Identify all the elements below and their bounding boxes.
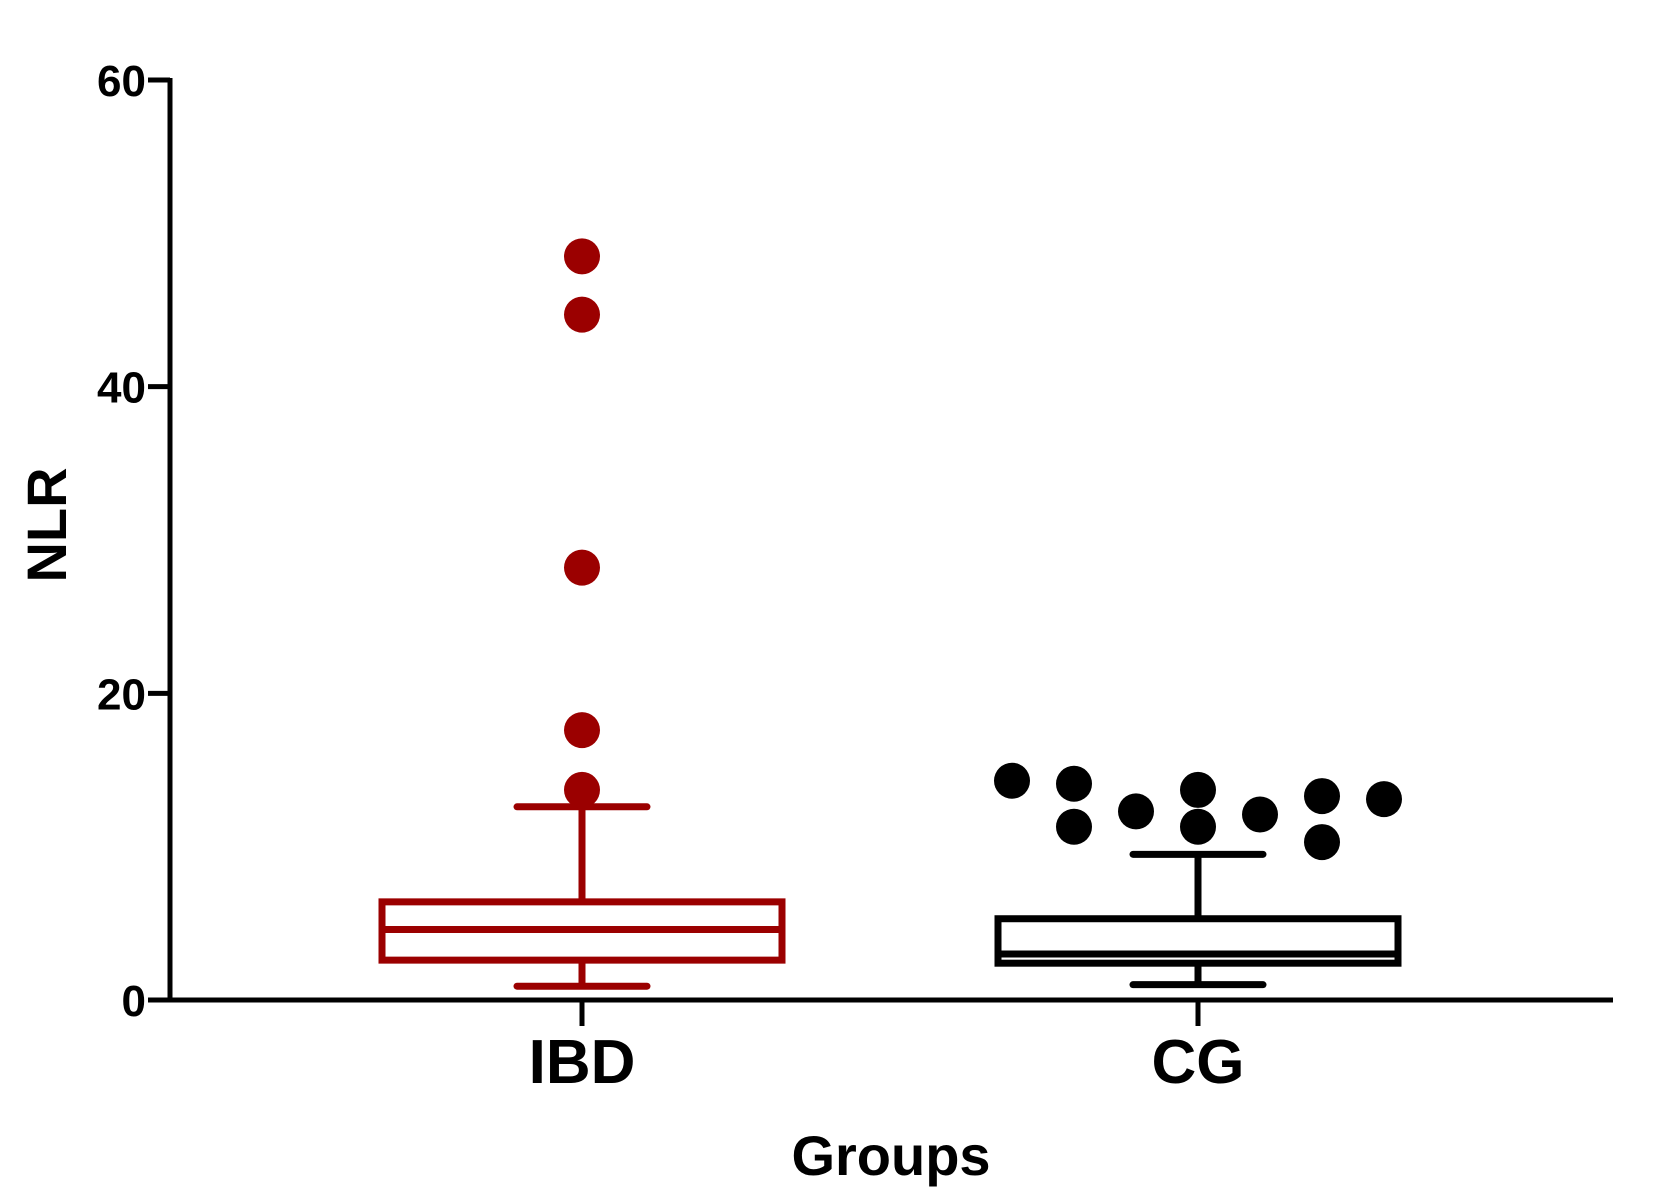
outlier-point [1242, 796, 1278, 833]
box-group-ibd [378, 238, 786, 990]
outlier-point [1118, 793, 1154, 830]
outlier-point [1304, 824, 1340, 861]
y-tick-label: 40 [97, 364, 146, 413]
y-tick-label: 60 [97, 57, 146, 106]
x-axis: IBD CG [168, 997, 1613, 1097]
y-axis-title: NLR [15, 467, 78, 582]
outlier-point [564, 771, 600, 808]
outlier-point [564, 238, 600, 275]
outlier-point [564, 712, 600, 749]
y-tick-label: 20 [97, 670, 146, 719]
x-tick-label-cg: CG [1152, 1028, 1245, 1097]
outlier-point [1180, 808, 1216, 845]
y-ticks: 0 20 40 60 [97, 57, 170, 1026]
x-ticks: IBD CG [529, 1000, 1245, 1097]
outlier-point [564, 549, 600, 586]
outlier-point [1056, 765, 1092, 802]
y-tick-label: 0 [122, 977, 146, 1026]
outlier-point [994, 762, 1030, 799]
box-series [378, 238, 1402, 990]
y-axis: 0 20 40 60 [97, 57, 173, 1026]
x-axis-title: Groups [791, 1124, 990, 1187]
outlier-point [1366, 781, 1402, 818]
box-group-cg [994, 762, 1402, 989]
outlier-point [1304, 778, 1340, 815]
x-tick-label-ibd: IBD [529, 1028, 636, 1097]
outlier-point [564, 296, 600, 333]
outlier-point [1056, 808, 1092, 845]
outlier-point [1180, 771, 1216, 808]
